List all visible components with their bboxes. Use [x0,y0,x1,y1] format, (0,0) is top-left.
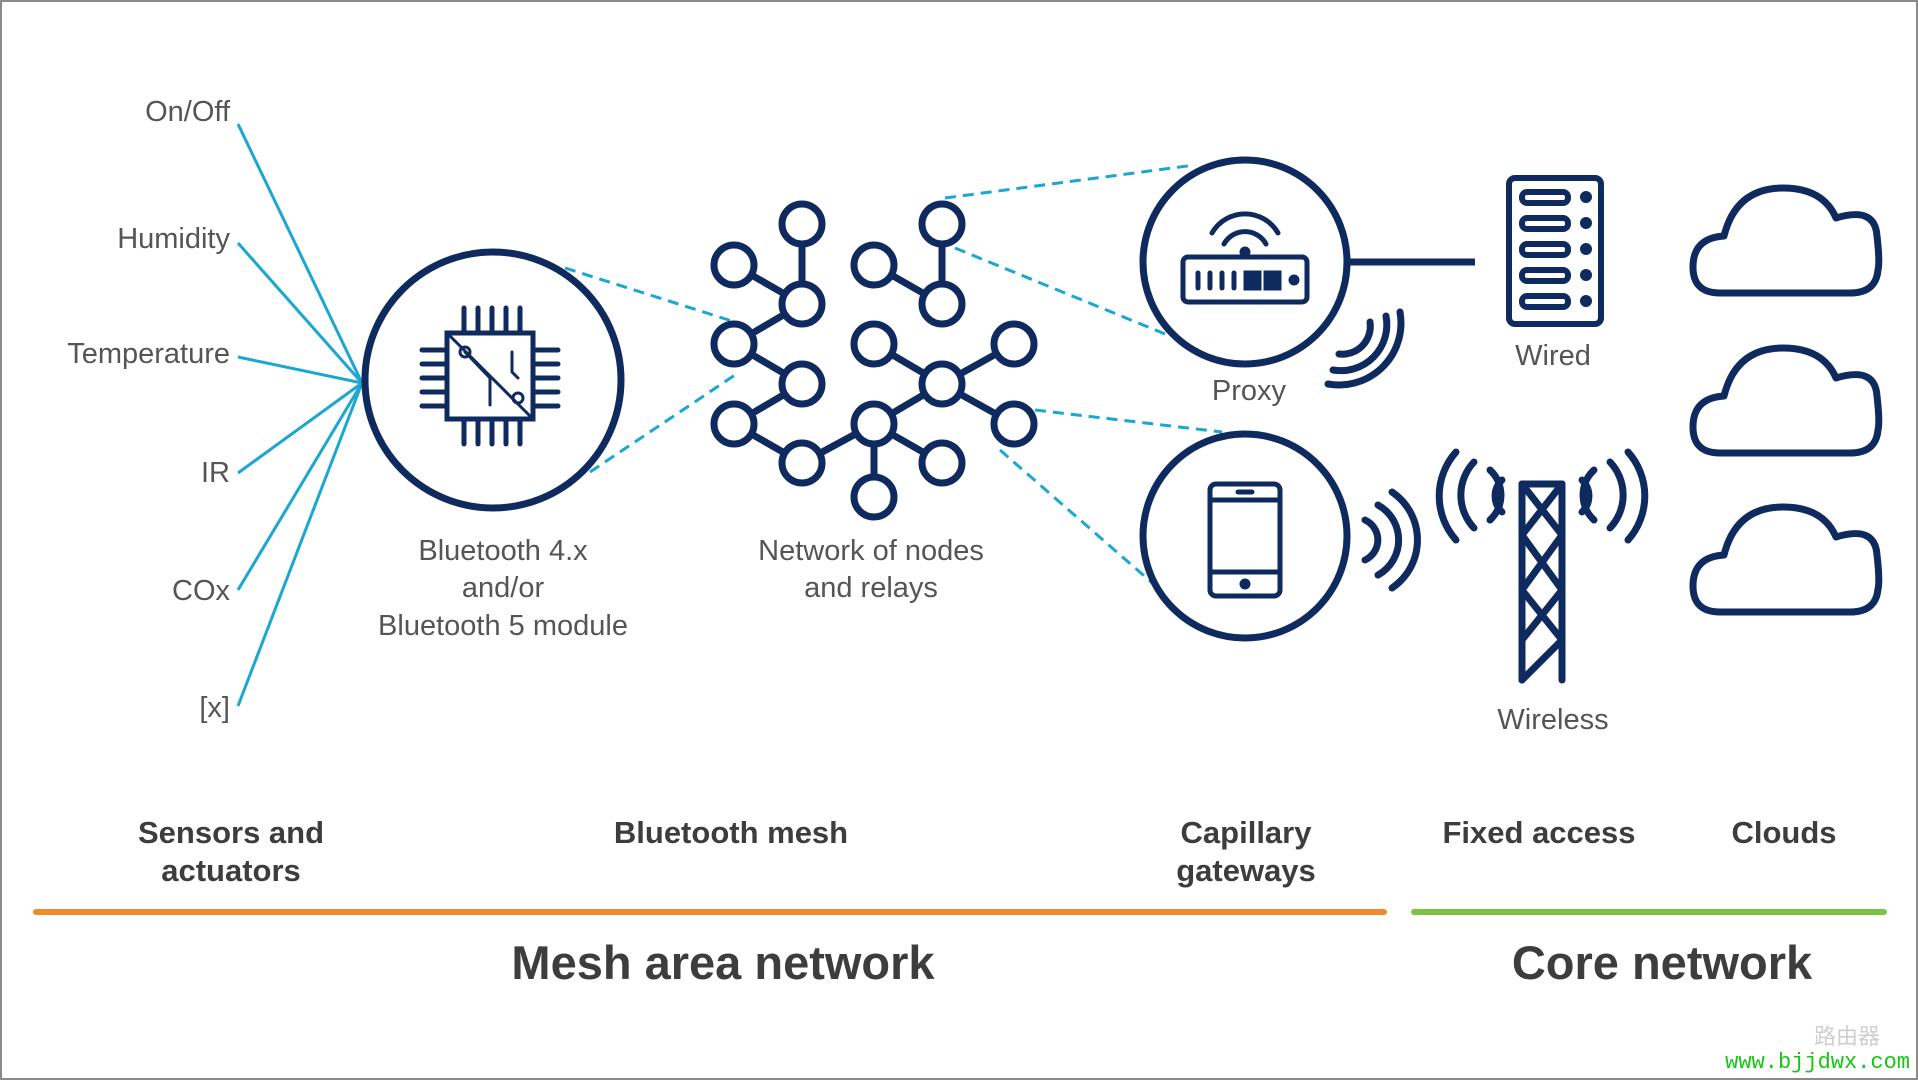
sensor-line-onoff [236,123,364,384]
sensor-line-ir [237,381,363,475]
sensor-line-x [236,382,364,707]
wired-label: Wired [1515,340,1591,372]
phone-signal-icon [1361,488,1421,592]
chip-icon [419,305,561,447]
sensor-label-cox: COx [172,575,230,607]
sensor-lines [236,123,364,707]
watermark-cn: 路由器 [1813,1024,1880,1049]
cloud-icon-3 [1689,503,1883,616]
category-gateways-line-1: Capillary [1180,815,1312,850]
wireless-label: Wireless [1497,704,1609,736]
network-label-line-2: and relays [804,572,938,604]
router-icon [1180,211,1310,305]
watermark-url: www.bjjdwx.com [1725,1050,1910,1075]
category-sensors-line-1: Sensors and [137,815,325,850]
category-clouds: Clouds [1731,815,1837,850]
antenna-tower-icon [1435,448,1649,684]
mesh-nodes [710,200,1038,521]
module-label-line-1: Bluetooth 4.x [418,535,588,567]
sensor-label-humidity: Humidity [117,223,230,255]
sensor-label-x: [x] [199,692,230,724]
category-bluetooth-mesh: Bluetooth mesh [613,815,849,850]
section-core-network: Core network [1511,936,1813,989]
phone-gateway [1139,430,1421,642]
proxy-gateway [1139,156,1475,389]
category-sensors-line-2: actuators [161,853,301,888]
bluetooth-module [361,248,625,512]
category-fixed-access: Fixed access [1442,815,1636,850]
proxy-label: Proxy [1211,375,1287,407]
network-label-line-1: Network of nodes [758,535,984,567]
proxy-signal-icon [1324,308,1405,389]
module-label-line-3: Bluetooth 5 module [378,610,628,642]
sensor-label-onoff: On/Off [145,96,230,128]
sensor-line-humidity [236,242,364,384]
module-label-line-2: and/or [461,572,545,604]
cloud-icons [1689,184,1883,616]
server-icon [1506,175,1604,327]
sensor-line-cox [236,382,364,591]
sensor-label-ir: IR [201,457,230,489]
section-mesh-area-network: Mesh area network [511,936,935,989]
smartphone-icon [1207,481,1283,599]
cloud-icon-1 [1689,184,1883,297]
sensor-line-temperature [237,355,363,385]
dashed-connectors [564,163,1223,590]
sensor-label-temperature: Temperature [67,338,230,370]
cloud-icon-2 [1689,344,1883,457]
category-gateways-line-2: gateways [1176,853,1316,888]
